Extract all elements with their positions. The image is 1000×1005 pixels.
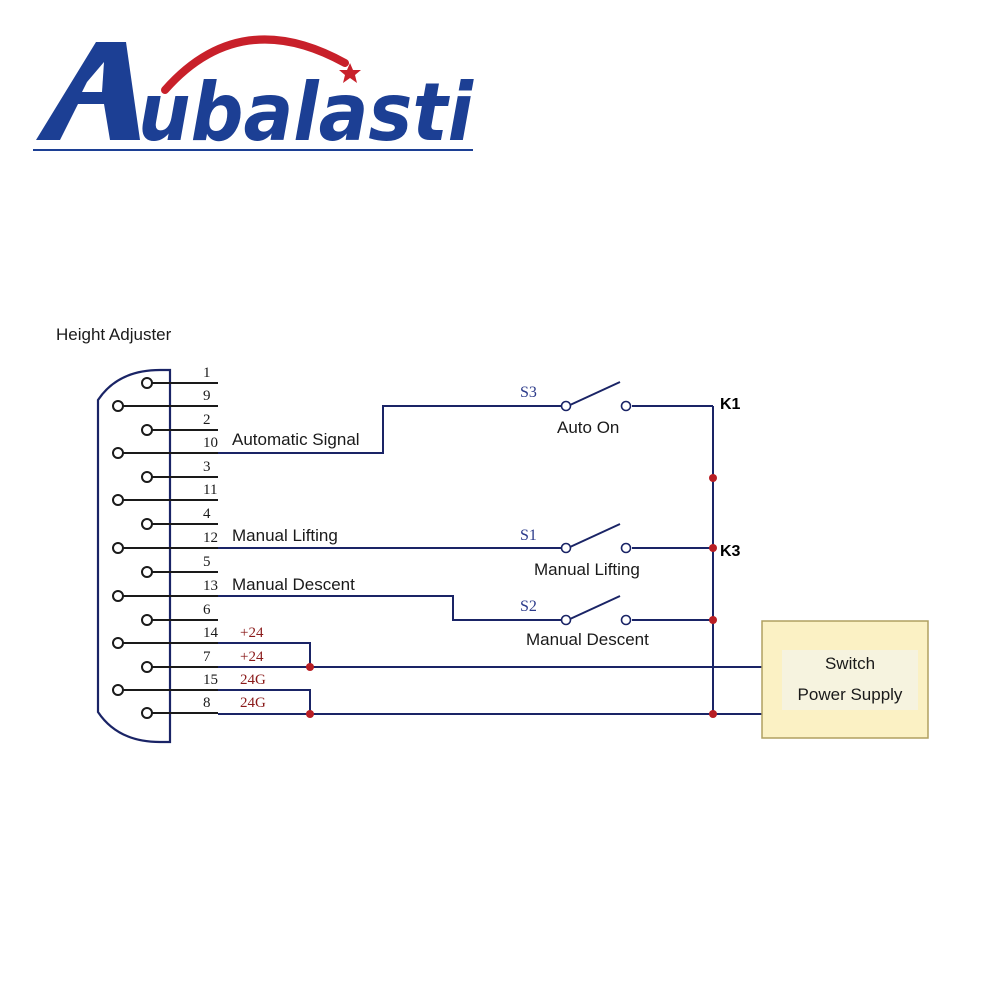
pin-number: 9 (203, 388, 211, 404)
pin-circle (112, 447, 124, 459)
switch-id: S1 (520, 527, 537, 544)
pin-circle (112, 494, 124, 506)
switch-lever (569, 381, 621, 406)
switch-contact (620, 400, 632, 412)
pin-circle (141, 566, 153, 578)
pin-number: 14 (203, 625, 219, 641)
pin-number: 13 (203, 578, 218, 594)
switch-caption: Manual Descent (526, 630, 649, 649)
pin-circle (112, 590, 124, 602)
pin-number: 11 (203, 482, 217, 498)
relay-label-k3: K3 (720, 543, 741, 560)
pin-circle (141, 518, 153, 530)
brand-logo: ubalasti (33, 35, 474, 159)
power-label-plus24: +24 (240, 625, 264, 641)
pin-number: 1 (203, 365, 211, 381)
signal-label-lifting: Manual Lifting (232, 526, 338, 545)
pin-circle (141, 614, 153, 626)
power-label-ground: 24G (240, 695, 266, 711)
psu-label-line2: Power Supply (798, 685, 903, 704)
power-label-ground: 24G (240, 672, 266, 688)
pin-number: 4 (203, 506, 211, 522)
power-supply-box: Switch Power Supply (761, 620, 929, 739)
relay-label-k1: K1 (720, 396, 741, 413)
psu-label-panel (782, 650, 918, 710)
switch-caption: Auto On (557, 418, 619, 437)
junction-node (709, 474, 717, 482)
junction-node (709, 616, 717, 624)
power-label-plus24: +24 (240, 649, 264, 665)
wire-p14 (218, 642, 311, 667)
pin-circle (141, 377, 153, 389)
switch-contact (560, 400, 572, 412)
switch-id: S3 (520, 384, 537, 401)
switch-lever (569, 595, 621, 620)
switch-s3: S3 Auto On (520, 381, 632, 437)
pin-number: 3 (203, 459, 211, 475)
connector-shell (96, 368, 172, 744)
switch-s2: S2 Manual Descent (520, 595, 649, 649)
pin-number: 5 (203, 554, 211, 570)
junction-node (709, 544, 717, 552)
pin-number: 15 (203, 672, 218, 688)
junction-node (709, 710, 717, 718)
device-title: Height Adjuster (56, 325, 172, 344)
pin-number: 6 (203, 602, 211, 618)
logo-wordmark: ubalasti (138, 66, 474, 159)
pin-circle (112, 542, 124, 554)
junction-node (306, 663, 314, 671)
signal-label-automatic: Automatic Signal (232, 430, 360, 449)
pin-circle (141, 471, 153, 483)
junction-nodes (306, 474, 717, 718)
logo-swoosh (161, 35, 349, 94)
switch-s1: S1 Manual Lifting (520, 523, 640, 579)
logo-a-counter (82, 62, 104, 92)
power-wires (218, 642, 762, 715)
signal-wires (218, 405, 714, 714)
switch-contact (560, 614, 572, 626)
switch-lever (569, 523, 621, 548)
pin-circle (141, 424, 153, 436)
pin-number: 10 (203, 435, 218, 451)
pin-circle (141, 707, 153, 719)
psu-label-line1: Switch (825, 654, 875, 673)
pin-circle (141, 661, 153, 673)
logo-star-icon (339, 63, 361, 83)
switch-contact (620, 614, 632, 626)
pin-circle (112, 684, 124, 696)
pin-number: 8 (203, 695, 211, 711)
pin-number: 2 (203, 412, 211, 428)
switch-id: S2 (520, 598, 537, 615)
pin-number: 12 (203, 530, 218, 546)
pin-circle (112, 400, 124, 412)
switch-contact (620, 542, 632, 554)
pin-circle (112, 637, 124, 649)
wire-p15 (218, 689, 311, 714)
wire-automatic (218, 405, 562, 454)
pin-numbers: 1 9 2 10 3 11 4 12 5 13 6 14 7 15 8 (203, 365, 219, 711)
switch-contact (560, 542, 572, 554)
signal-label-descent: Manual Descent (232, 575, 355, 594)
pin-leads (123, 382, 218, 714)
wire-descent (218, 595, 562, 621)
junction-node (306, 710, 314, 718)
switch-caption: Manual Lifting (534, 560, 640, 579)
pin-number: 7 (203, 649, 211, 665)
